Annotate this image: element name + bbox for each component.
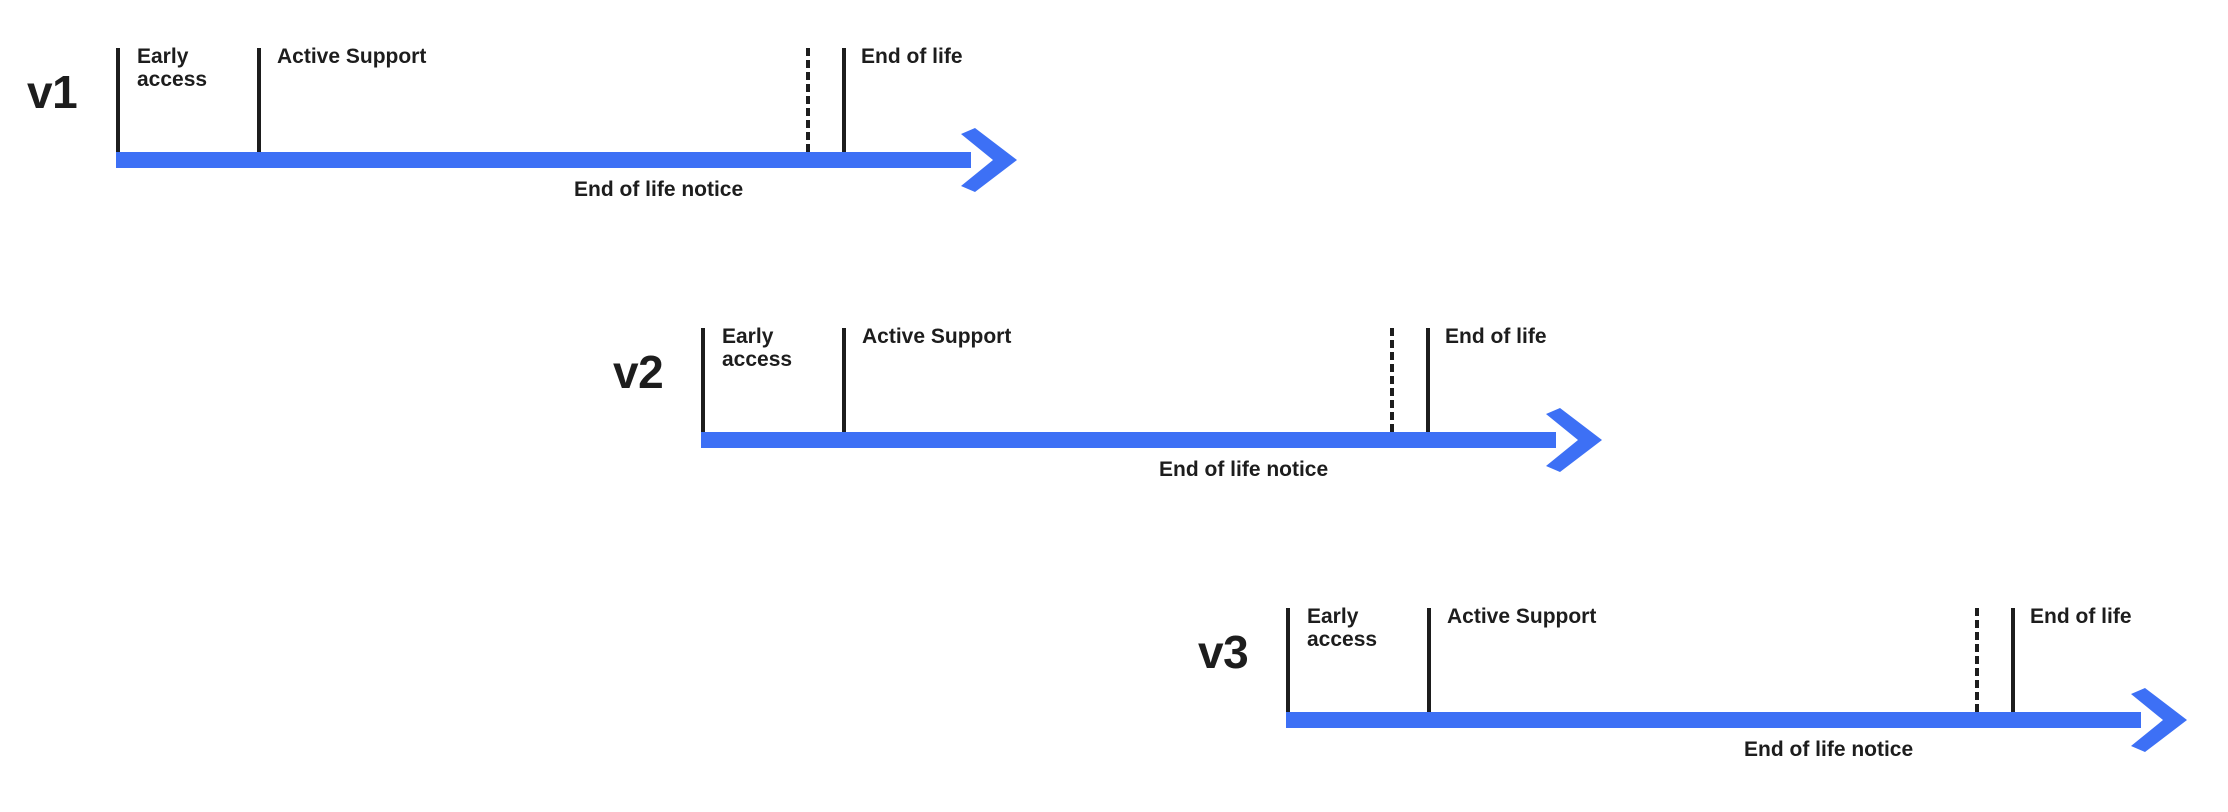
tick-eol-notice-v1	[806, 48, 810, 152]
phase-label-active-support-v1: Active Support	[277, 45, 427, 68]
phase-label-early-access-v2: Early access	[722, 325, 793, 371]
timeline-bar-v2	[701, 432, 1556, 448]
tick-eol-notice-v2	[1390, 328, 1394, 432]
tick-end-of-life-v2	[1426, 328, 1430, 432]
timeline-arrow-head-v2	[1546, 408, 1602, 472]
version-label-v1: v1	[27, 66, 78, 118]
timeline-arrow-head-v1	[961, 128, 1017, 192]
notice-label-v3: End of life notice	[1744, 738, 1914, 761]
phase-label-early-access-v3: Early access	[1307, 605, 1378, 651]
tick-end-of-life-v1	[842, 48, 846, 152]
version-label-v2: v2	[613, 346, 664, 398]
tick-active-support-v1	[257, 48, 261, 152]
tick-active-support-v2	[842, 328, 846, 432]
notice-label-v1: End of life notice	[574, 178, 744, 201]
phase-label-end-of-life-v3: End of life	[2030, 605, 2132, 628]
timeline-v2: v2 Early access Active Support End of li…	[0, 280, 1700, 510]
phase-label-early-access-v1: Early access	[137, 45, 208, 91]
tick-end-of-life-v3	[2011, 608, 2015, 712]
timeline-v3: v3 Early access Active Support End of li…	[0, 560, 2228, 790]
notice-label-v2: End of life notice	[1159, 458, 1329, 481]
timeline-bar-v3	[1286, 712, 2141, 728]
phase-label-active-support-v3: Active Support	[1447, 605, 1597, 628]
tick-eol-notice-v3	[1975, 608, 1979, 712]
phase-label-end-of-life-v2: End of life	[1445, 325, 1547, 348]
timeline-arrow-head-v3	[2131, 688, 2187, 752]
phase-label-end-of-life-v1: End of life	[861, 45, 963, 68]
version-label-v3: v3	[1198, 626, 1249, 678]
tick-start-v1	[116, 48, 120, 152]
tick-active-support-v3	[1427, 608, 1431, 712]
timeline-v1: v1 Early access Active Support End of li…	[0, 0, 1100, 230]
timeline-bar-v1	[116, 152, 971, 168]
tick-start-v3	[1286, 608, 1290, 712]
tick-start-v2	[701, 328, 705, 432]
phase-label-active-support-v2: Active Support	[862, 325, 1012, 348]
